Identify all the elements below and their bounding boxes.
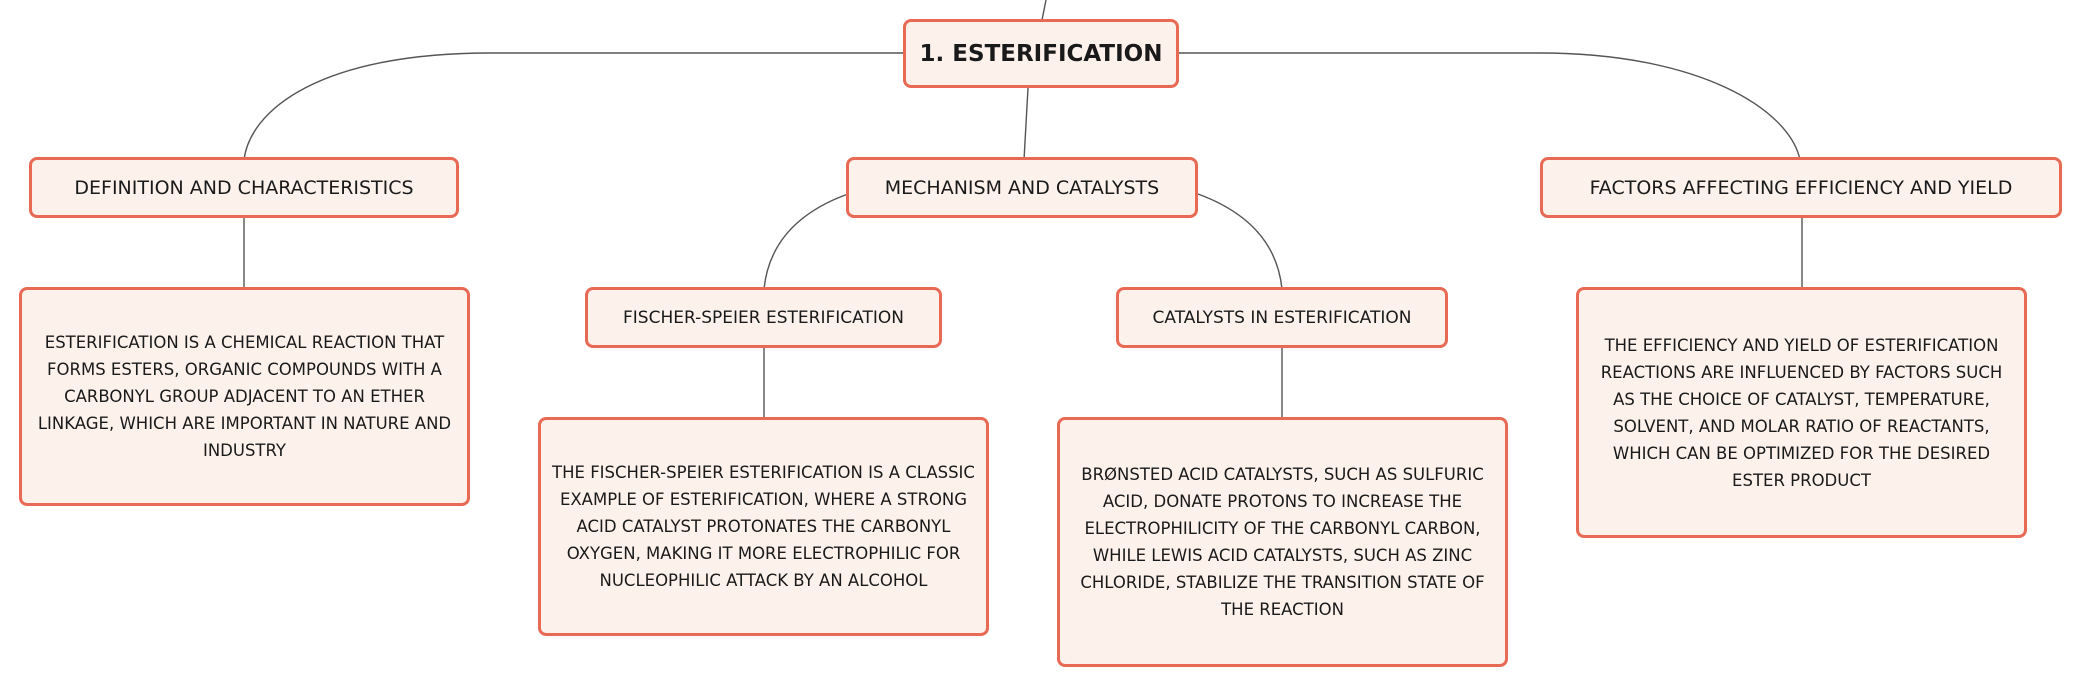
detail-node-factors[interactable]: THE EFFICIENCY AND YIELD OF ESTERIFICATI…	[1576, 287, 2027, 538]
connector-root-definition	[243, 52, 905, 161]
connector-root-mechanism	[1023, 87, 1029, 161]
connector-root-factors	[1177, 52, 1801, 161]
topic-node-factors[interactable]: FACTORS AFFECTING EFFICIENCY AND YIELD	[1540, 157, 2062, 218]
topic-node-definition[interactable]: DEFINITION AND CHARACTERISTICS	[29, 157, 459, 218]
connector-mechanism-fischer	[763, 193, 849, 290]
subtopic-node-catalysts[interactable]: CATALYSTS IN ESTERIFICATION	[1116, 287, 1448, 348]
detail-node-fischer-speier[interactable]: THE FISCHER-SPEIER ESTERIFICATION IS A C…	[538, 417, 989, 636]
connector-incoming-root	[1041, 0, 1047, 21]
detail-node-definition[interactable]: ESTERIFICATION IS A CHEMICAL REACTION TH…	[19, 287, 470, 506]
detail-node-catalysts[interactable]: BRØNSTED ACID CATALYSTS, SUCH AS SULFURI…	[1057, 417, 1508, 667]
root-node-esterification[interactable]: 1. ESTERIFICATION	[903, 19, 1179, 88]
connector-mechanism-catalysts	[1197, 193, 1283, 290]
subtopic-node-fischer-speier[interactable]: FISCHER-SPEIER ESTERIFICATION	[585, 287, 942, 348]
topic-node-mechanism[interactable]: MECHANISM AND CATALYSTS	[846, 157, 1198, 218]
